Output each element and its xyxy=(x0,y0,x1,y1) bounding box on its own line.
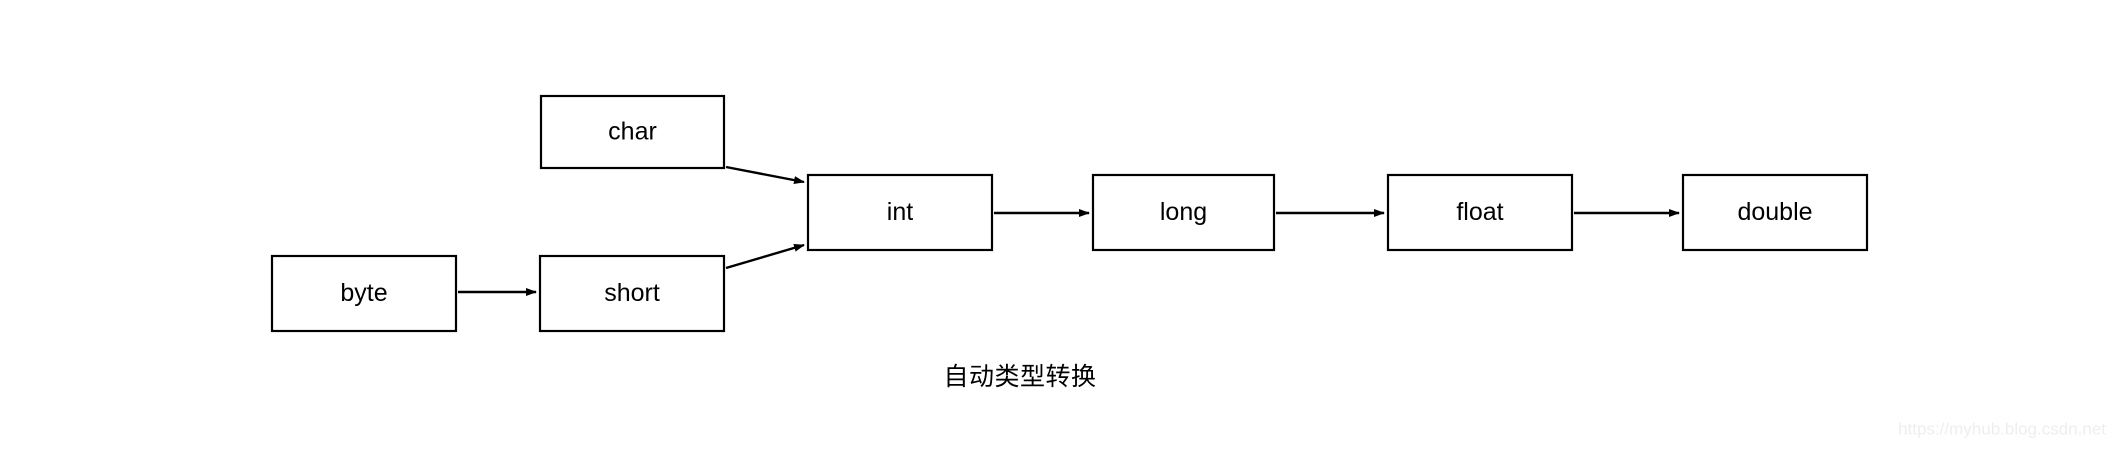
node-label-int: int xyxy=(887,198,913,226)
node-long[interactable]: long xyxy=(1091,173,1276,252)
node-box-byte xyxy=(270,254,458,333)
node-label-long: long xyxy=(1160,198,1207,226)
node-int[interactable]: int xyxy=(806,173,994,252)
node-label-char: char xyxy=(608,118,657,146)
node-byte[interactable]: byte xyxy=(270,254,458,333)
node-double[interactable]: double xyxy=(1681,173,1869,252)
node-label-short: short xyxy=(604,279,660,307)
edge-arrow-char-to-int xyxy=(725,165,805,185)
node-char[interactable]: char xyxy=(539,94,726,170)
node-box-short xyxy=(538,254,726,333)
node-box-double xyxy=(1681,173,1869,252)
edges-layer xyxy=(458,165,1680,296)
watermark-label: https://myhub.blog.csdn.net xyxy=(1898,419,2106,438)
node-box-long xyxy=(1091,173,1276,252)
node-label-double: double xyxy=(1737,198,1812,226)
node-label-float: float xyxy=(1456,198,1503,226)
diagram-caption: 自动类型转换 xyxy=(943,362,1096,391)
node-box-float xyxy=(1386,173,1574,252)
node-float[interactable]: float xyxy=(1386,173,1574,252)
node-label-byte: byte xyxy=(340,279,387,307)
node-short[interactable]: short xyxy=(538,254,726,333)
nodes-layer: char byte short int long float double xyxy=(270,94,1869,333)
edge-arrow-short-to-int xyxy=(725,243,805,270)
node-box-int xyxy=(806,173,994,252)
node-box-char xyxy=(539,94,726,170)
